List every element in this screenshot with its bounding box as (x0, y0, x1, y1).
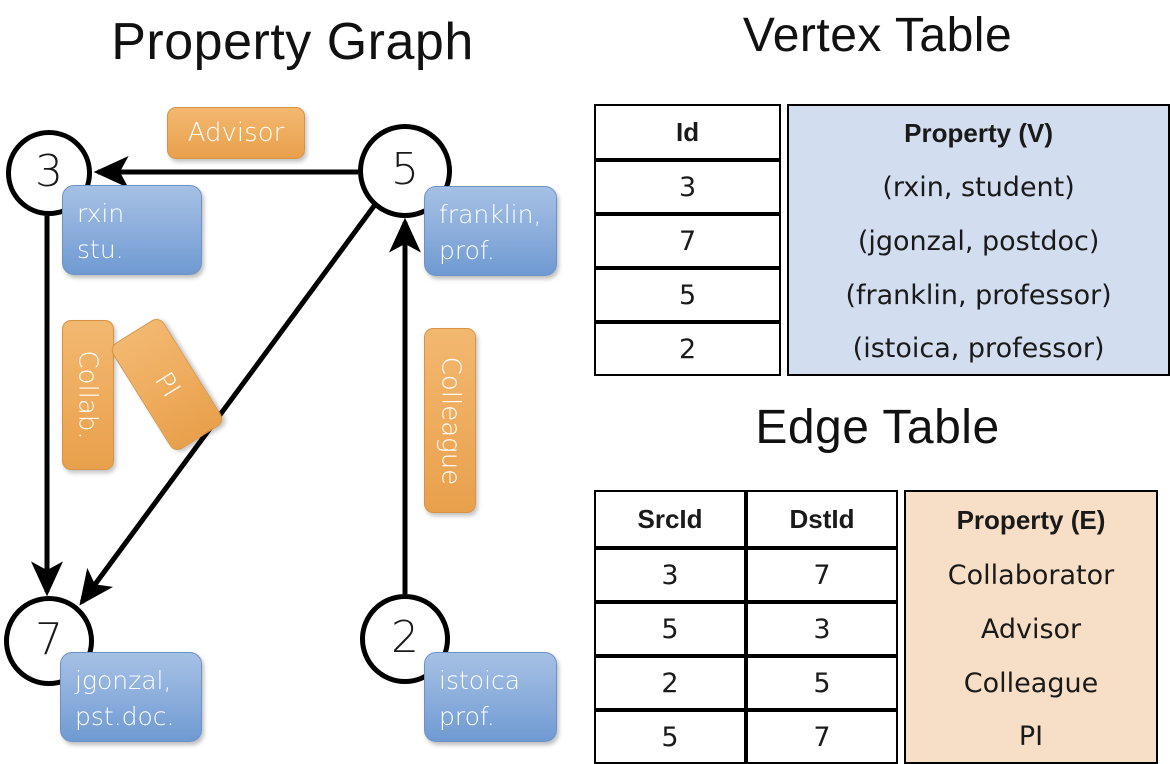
column-header-dstid: DstId (746, 490, 898, 548)
vertex-property-box-5: franklin, prof. (424, 186, 557, 276)
cell-id: 7 (594, 214, 782, 268)
vertex-property-role: prof. (439, 701, 495, 731)
column-gutter (781, 322, 788, 376)
vertex-id-label: 7 (35, 614, 63, 665)
column-header-property-v: Property (V) (787, 104, 1170, 160)
table-row[interactable]: 2 5 Colleague (594, 656, 1158, 710)
edge-table: SrcId DstId Property (E) 3 7 Collaborato… (594, 490, 1158, 764)
page-title-property-graph: Property Graph (111, 13, 474, 71)
table-row[interactable]: 7 (jgonzal, postdoc) (594, 214, 1170, 268)
cell-id: 3 (594, 160, 782, 214)
graph-vertex-5[interactable]: 5 (358, 124, 452, 218)
edge-label-text: PI (148, 366, 186, 403)
edge-label-text: Collab. (73, 350, 103, 440)
column-gutter (898, 710, 904, 764)
column-gutter (781, 104, 788, 160)
table-row[interactable]: 5 (franklin, professor) (594, 268, 1170, 322)
edge-label-text: Advisor (187, 118, 285, 148)
cell-dstid: 3 (746, 602, 898, 656)
cell-srcid: 2 (594, 656, 746, 710)
vertex-property-role: pst.doc. (75, 701, 175, 731)
vertex-property-box-3: rxin stu. (62, 185, 202, 275)
column-gutter (898, 602, 904, 656)
vertex-id-label: 3 (35, 146, 63, 197)
cell-dstid: 7 (746, 548, 898, 602)
column-gutter (781, 160, 788, 214)
table-row[interactable]: 2 (istoica, professor) (594, 322, 1170, 376)
vertex-property-name: franklin, (439, 200, 542, 229)
graph-edges-layer (30, 155, 422, 606)
edge-label-text: Colleague (435, 356, 466, 485)
cell-dstid: 7 (746, 710, 898, 764)
page-title-edge-table: Edge Table (755, 401, 1000, 454)
column-gutter (781, 268, 788, 322)
column-gutter (898, 490, 904, 548)
vertex-property-role: prof. (439, 235, 495, 265)
vertex-property-box-2: istoica prof. (424, 652, 557, 742)
vertex-property-name: rxin (77, 199, 125, 228)
table-header-row: Id Property (V) (594, 104, 1170, 160)
vertex-property-name: istoica (439, 666, 521, 695)
cell-id: 5 (594, 268, 782, 322)
column-gutter (898, 656, 904, 710)
vertex-property-name: jgonzal, (75, 666, 172, 695)
cell-property: (rxin, student) (787, 160, 1170, 214)
vertex-property-role: stu. (77, 234, 124, 264)
column-header-id: Id (594, 104, 782, 160)
property-graph-diagram: 3 5 7 2 rxin stu. franklin, prof. jgonza… (0, 0, 585, 760)
cell-property: PI (904, 710, 1158, 764)
table-row[interactable]: 3 7 Collaborator (594, 548, 1158, 602)
vertex-property-box-7: jgonzal, pst.doc. (60, 652, 202, 742)
graph-vertex-2[interactable]: 2 (360, 594, 450, 684)
edge-5-to-7-pi (79, 200, 380, 606)
cell-property: Collaborator (904, 548, 1158, 602)
column-gutter (781, 214, 788, 268)
cell-srcid: 5 (594, 710, 746, 764)
vertex-id-label: 5 (391, 144, 419, 195)
cell-property: Colleague (904, 656, 1158, 710)
cell-property: (franklin, professor) (787, 268, 1170, 322)
cell-dstid: 5 (746, 656, 898, 710)
cell-property: (istoica, professor) (787, 322, 1170, 376)
table-row[interactable]: 5 7 PI (594, 710, 1158, 764)
vertex-id-label: 2 (391, 612, 419, 663)
cell-id: 2 (594, 322, 782, 376)
cell-property: (jgonzal, postdoc) (787, 214, 1170, 268)
table-row[interactable]: 5 3 Advisor (594, 602, 1158, 656)
table-row[interactable]: 3 (rxin, student) (594, 160, 1170, 214)
cell-srcid: 3 (594, 548, 746, 602)
edge-label-advisor: Advisor (167, 107, 305, 159)
cell-srcid: 5 (594, 602, 746, 656)
vertex-table: Id Property (V) 3 (rxin, student) 7 (jgo… (594, 104, 1170, 376)
column-gutter (898, 548, 904, 602)
column-header-srcid: SrcId (594, 490, 746, 548)
column-header-property-e: Property (E) (904, 490, 1158, 548)
table-header-row: SrcId DstId Property (E) (594, 490, 1158, 548)
edge-label-collaborator: Collab. (62, 320, 114, 470)
cell-property: Advisor (904, 602, 1158, 656)
edge-label-colleague: Colleague (424, 328, 476, 513)
page-title-vertex-table: Vertex Table (742, 9, 1013, 62)
